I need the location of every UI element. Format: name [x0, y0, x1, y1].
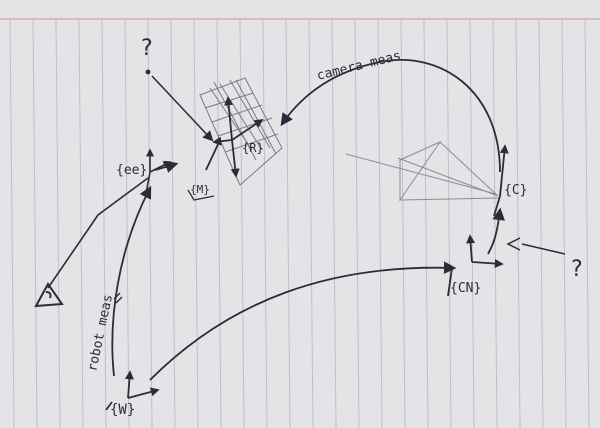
world-to-cn-arrow: [149, 261, 457, 381]
rule-line: [561, 19, 567, 428]
rule-line: [32, 19, 38, 428]
frame-r-axes: [205, 96, 264, 178]
rule-line: [147, 19, 153, 428]
camera-meas-arrow: [280, 59, 501, 173]
rule-line: [584, 19, 590, 428]
rule-line: [423, 19, 429, 428]
right-pointer-line: [521, 243, 566, 255]
rule-line: [285, 19, 291, 428]
frame-cn-axes: [447, 234, 504, 297]
rule-line: [170, 19, 176, 428]
frame-w-axes: [105, 370, 160, 411]
rule-line: [354, 19, 360, 428]
rule-line: [216, 19, 222, 428]
rule-line: [515, 19, 521, 428]
rule-line: [377, 19, 383, 428]
rule-line: [55, 19, 61, 428]
question-mark-right: ?: [570, 257, 583, 282]
hatch-mark: [113, 292, 123, 304]
rule-line: [538, 19, 544, 428]
rule-line: [331, 19, 337, 428]
camera-frustum: [345, 140, 499, 202]
robot-link: [47, 177, 149, 289]
dot-marker: [145, 69, 151, 75]
robot-base-symbol: [34, 282, 64, 308]
label-frame-cn: {CN}: [450, 281, 481, 296]
rule-line: [124, 19, 130, 428]
right-pointer-head: [506, 237, 521, 251]
rule-line: [262, 19, 268, 428]
question-pointer-arrow: [151, 75, 214, 142]
rule-line: [400, 19, 406, 428]
rule-line: [239, 19, 245, 428]
rule-line: [446, 19, 452, 428]
rule-line: [469, 19, 475, 428]
ee-to-marker-arrow: [154, 160, 179, 173]
rule-line: [492, 19, 498, 428]
robot-meas-label: robot meas: [85, 293, 116, 373]
label-frame-ee: {ee}: [116, 163, 147, 178]
label-frame-r: {R}: [242, 141, 264, 155]
rule-line: [193, 19, 199, 428]
camera-meas-label: camera meas: [315, 48, 402, 83]
rule-line: [9, 19, 15, 428]
label-frame-w: {W}: [110, 402, 135, 418]
rule-line: [78, 19, 84, 428]
rule-line: [101, 19, 107, 428]
m-frame-underline: [187, 189, 215, 201]
label-frame-m: {M}: [190, 183, 210, 196]
question-mark-top: ?: [140, 36, 153, 61]
label-frame-c: {C}: [504, 183, 527, 198]
rule-line: [308, 19, 314, 428]
cn-to-c-arrow: [487, 207, 506, 255]
robot-meas-arrow: [111, 185, 152, 377]
